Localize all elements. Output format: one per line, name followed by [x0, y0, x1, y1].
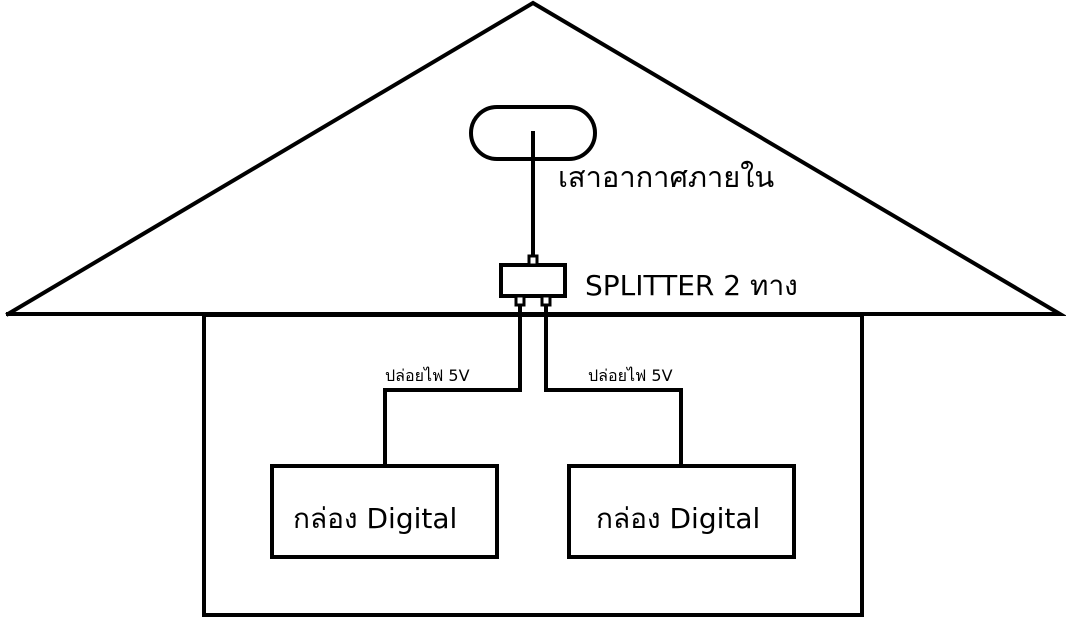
digital-box-left	[270, 464, 499, 559]
power-label-right: ปล่อยไฟ 5V	[588, 366, 673, 385]
power-label-left: ปล่อยไฟ 5V	[385, 366, 470, 385]
splitter-body	[499, 263, 567, 298]
digital-box-right-label: กล่อง Digital	[596, 502, 760, 535]
splitter-output-port-left	[514, 294, 526, 307]
digital-box-left-label: กล่อง Digital	[293, 502, 457, 535]
splitter-label: SPLITTER 2 ทาง	[585, 269, 798, 302]
splitter-input-port	[527, 254, 539, 267]
house-body	[202, 313, 864, 617]
cable-left	[383, 304, 522, 467]
cable-right	[544, 304, 683, 467]
indoor-antenna-label: เสาอากาศภายใน	[558, 160, 774, 194]
digital-box-right	[567, 464, 796, 559]
splitter-output-port-right	[540, 294, 552, 307]
